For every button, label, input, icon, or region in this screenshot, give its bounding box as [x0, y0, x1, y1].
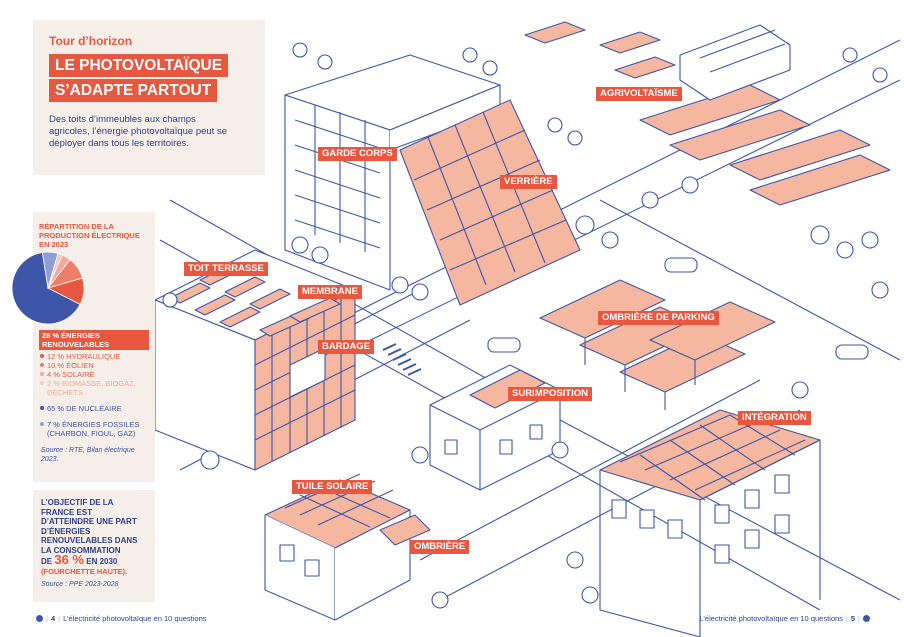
- intro-description: Des toits d’immeubles aux champs agricol…: [49, 114, 227, 149]
- footer-right: L’électricité photovoltaïque en 10 quest…: [699, 614, 870, 623]
- goal-panel: L’OBJECTIF DE LA FRANCE EST D’ATTEINDRE …: [33, 490, 155, 602]
- legend-item-nuclear: 65 % DE NUCLÉAIRE: [39, 404, 149, 413]
- logo-icon: [863, 615, 870, 622]
- legend-item-hydro: 12 % HYDRAULIQUE: [39, 352, 149, 361]
- stats-title: RÉPARTITION DE LA PRODUCTION ÉLECTRIQUE …: [39, 222, 140, 249]
- tag-ombriere: OMBRIÈRE: [410, 540, 470, 554]
- legend-item-biomass: 2 % BIOMASSE, BIOGAZ, DÉCHETS: [39, 379, 149, 397]
- tag-surimposition: SURIMPOSITION: [508, 387, 593, 401]
- page-number-left: 4: [50, 614, 56, 623]
- section-kicker: Tour d’horizon: [49, 34, 133, 48]
- page-number-right: 5: [850, 614, 856, 623]
- production-pie-chart: [11, 251, 85, 325]
- stats-source: Source : RTE, Bilan électrique 2023.: [41, 447, 135, 463]
- tag-verriere: VERRIÈRE: [500, 175, 557, 189]
- headline-line-1: LE PHOTOVOLTAÏQUE: [49, 54, 229, 77]
- tag-toit-terrasse: TOIT TERRASSE: [184, 262, 268, 276]
- tag-bardage: BARDAGE: [318, 340, 375, 354]
- intro-panel: Tour d’horizon LE PHOTOVOLTAÏQUE S’ADAPT…: [33, 20, 265, 175]
- tag-tuile-solaire: TUILE SOLAIRE: [292, 480, 373, 494]
- goal-year: EN 2030: [86, 557, 118, 566]
- pie-legend: 28 % ÉNERGIES RENOUVELABLES 12 % HYDRAUL…: [39, 330, 149, 464]
- pie-slice: [11, 251, 81, 325]
- footer-title-right: L’électricité photovoltaïque en 10 quest…: [699, 614, 843, 623]
- legend-item-solar: 4 % SOLAIRE: [39, 370, 149, 379]
- footer-left: |4|L’électricité photovoltaïque en 10 qu…: [36, 614, 207, 623]
- headline-line-2: S’ADAPTE PARTOUT: [49, 79, 218, 102]
- legend-item-fossil: 7 % ÉNERGIES FOSSILES (CHARBON, FIOUL, G…: [39, 420, 149, 438]
- logo-icon: [36, 615, 43, 622]
- goal-source: Source : PPE 2023-2028: [41, 580, 119, 588]
- goal-percent: 36 %: [54, 552, 84, 567]
- pie-slice: [46, 277, 85, 305]
- renewables-header: 28 % ÉNERGIES RENOUVELABLES: [39, 330, 149, 350]
- goal-range: (FOURCHETTE HAUTE).: [41, 566, 128, 576]
- tag-garde-corps: GARDE CORPS: [318, 147, 397, 161]
- tag-integration: INTÉGRATION: [738, 411, 811, 425]
- tag-membrane: MEMBRANE: [298, 285, 362, 299]
- tag-agrivoltaisme: AGRIVOLTAÏSME: [596, 87, 682, 101]
- goal-text: L’OBJECTIF DE LA FRANCE EST D’ATTEINDRE …: [41, 498, 138, 555]
- goal-de: DE: [41, 557, 53, 566]
- legend-item-wind: 10 % ÉOLIEN: [39, 361, 149, 370]
- footer-title-left: L’électricité photovoltaïque en 10 quest…: [63, 614, 207, 623]
- tag-ombriere-parking: OMBRIÈRE DE PARKING: [598, 311, 719, 325]
